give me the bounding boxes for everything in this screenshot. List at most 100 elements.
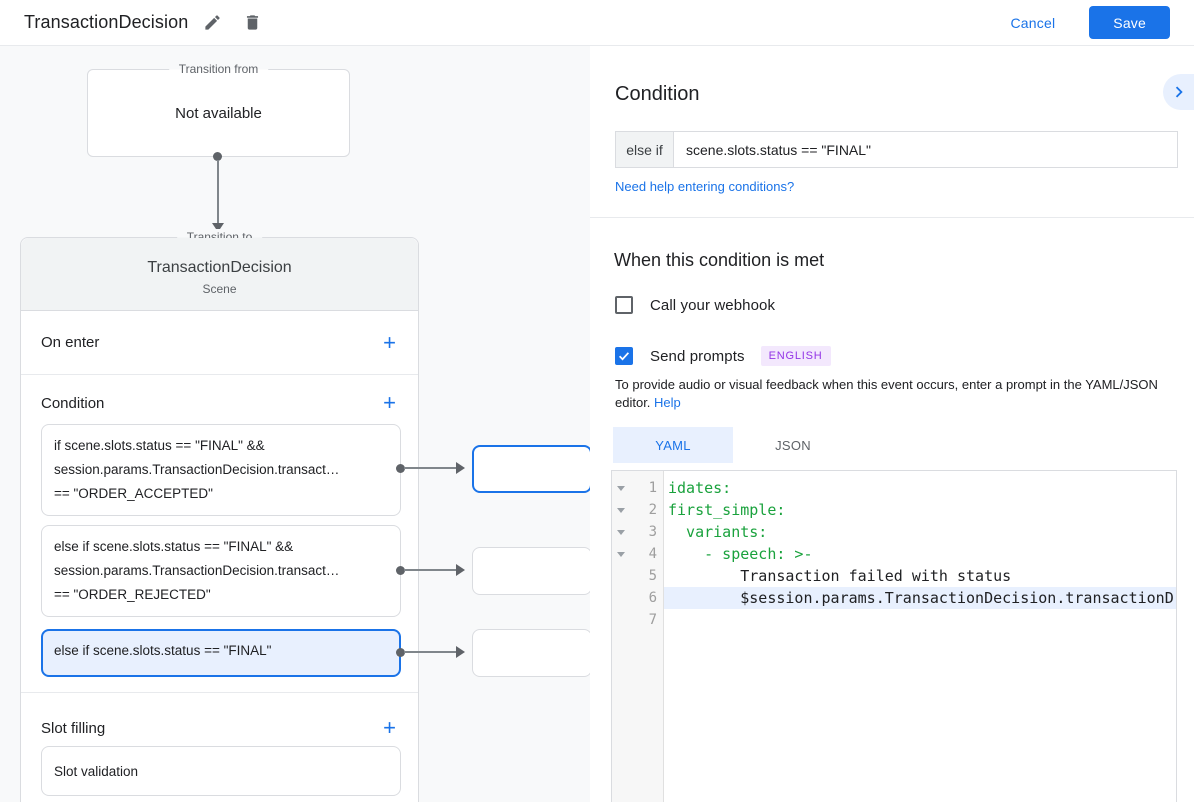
condition-text-line: session.params.TransactionDecision.trans… (54, 563, 340, 578)
transition-from-box: Transition from Not available (87, 61, 350, 157)
condition-editor-panel: Condition else if Need help entering con… (590, 46, 1194, 802)
prompt-description: To provide audio or visual feedback when… (615, 376, 1167, 411)
scene-flow-diagram: Transition from Not available Transition… (0, 46, 590, 802)
condition-prefix: else if (616, 132, 674, 167)
editor-code-area[interactable]: idates: first_simple: variants: - speech… (664, 471, 1176, 802)
connector-dot (396, 648, 405, 657)
add-icon: + (383, 715, 396, 740)
condition-text-line: == "ORDER_ACCEPTED" (54, 486, 213, 501)
arrow-right-icon (456, 462, 465, 474)
condition-card-3-selected[interactable]: else if scene.slots.status == "FINAL" (41, 629, 401, 677)
language-badge: ENGLISH (760, 346, 831, 366)
checkmark-icon (617, 349, 631, 363)
top-bar: TransactionDecision Cancel Save (0, 0, 1194, 46)
send-prompts-checkbox[interactable] (615, 347, 633, 365)
chevron-right-icon (1168, 81, 1190, 103)
condition-card-2[interactable]: else if scene.slots.status == "FINAL" &&… (41, 525, 401, 617)
line-number: 1 (648, 480, 657, 496)
send-prompts-label: Send prompts (650, 347, 745, 365)
condition-text-line: == "ORDER_REJECTED" (54, 587, 211, 602)
target-scene-box-2[interactable] (472, 547, 590, 595)
code-line: Transaction failed with status (668, 567, 1012, 585)
yaml-code-editor[interactable]: 1 2 3 4 5 6 7 idates: first_simple: vari… (611, 470, 1177, 802)
condition-text-line: else if scene.slots.status == "FINAL" (54, 643, 272, 658)
line-number: 7 (648, 612, 657, 628)
connector-line (404, 467, 456, 469)
connector-line (404, 651, 456, 653)
line-number: 2 (648, 502, 657, 518)
line-number: 4 (648, 546, 657, 562)
fold-arrow-icon[interactable] (612, 529, 630, 535)
save-button[interactable]: Save (1089, 6, 1170, 39)
connector-dot (396, 566, 405, 575)
help-link[interactable]: Help (654, 394, 681, 410)
line-number: 6 (648, 590, 657, 606)
condition-input-group: else if (615, 131, 1178, 168)
tab-yaml[interactable]: YAML (613, 427, 733, 463)
page-title: TransactionDecision (24, 12, 189, 32)
condition-section-label: Condition (41, 394, 105, 412)
condition-expression-input[interactable] (674, 132, 1177, 167)
add-on-enter-button[interactable]: + (381, 329, 398, 355)
transition-from-label: Transition from (168, 61, 269, 78)
condition-text-line: session.params.TransactionDecision.trans… (54, 462, 340, 477)
scene-name: TransactionDecision (147, 259, 292, 276)
send-prompts-row[interactable]: Send prompts ENGLISH (615, 346, 831, 366)
condition-text-line: if scene.slots.status == "FINAL" && (54, 438, 265, 453)
delete-button[interactable] (236, 7, 268, 39)
transition-to-card: Transition to TransactionDecision Scene … (20, 229, 419, 802)
code-line: idates: (668, 479, 732, 497)
section-divider (21, 692, 418, 693)
target-scene-box-3[interactable] (472, 629, 590, 677)
on-enter-section: On enter + (21, 311, 418, 375)
panel-title: Condition (615, 83, 700, 105)
connector-line (217, 160, 219, 223)
fold-arrow-icon[interactable] (612, 507, 630, 513)
on-enter-label: On enter (41, 334, 100, 351)
add-slot-button[interactable]: + (381, 715, 398, 740)
arrow-down-icon (212, 223, 224, 232)
line-number: 5 (648, 568, 657, 584)
arrow-right-icon (456, 564, 465, 576)
add-icon: + (383, 329, 396, 355)
fold-arrow-icon[interactable] (612, 485, 630, 491)
arrow-right-icon (456, 646, 465, 658)
code-line (664, 609, 1176, 631)
fold-arrow-icon[interactable] (612, 551, 630, 557)
editor-format-tabs: YAML JSON (613, 427, 853, 463)
code-line-active: $session.params.TransactionDecision.tran… (664, 587, 1176, 609)
code-line: - speech: >- (668, 545, 813, 563)
panel-divider (590, 217, 1194, 218)
condition-section-header: Condition + (21, 379, 418, 427)
add-condition-button[interactable]: + (381, 390, 398, 415)
collapse-panel-button[interactable] (1163, 74, 1194, 110)
editor-gutter: 1 2 3 4 5 6 7 (612, 471, 664, 802)
call-webhook-row[interactable]: Call your webhook (615, 296, 775, 314)
scene-type: Scene (202, 282, 237, 296)
condition-text-line: else if scene.slots.status == "FINAL" && (54, 539, 294, 554)
target-scene-box-1[interactable] (472, 445, 590, 493)
condition-help-link[interactable]: Need help entering conditions? (615, 179, 795, 194)
edit-icon (203, 13, 222, 32)
scene-card-header: TransactionDecision Scene (21, 238, 418, 311)
webhook-checkbox[interactable] (615, 296, 633, 314)
slot-validation-card[interactable]: Slot validation (41, 746, 401, 796)
slot-filling-section-header: Slot filling + (21, 704, 418, 752)
webhook-label: Call your webhook (650, 296, 776, 314)
when-condition-title: When this condition is met (614, 250, 825, 270)
connector-dot (213, 152, 222, 161)
add-icon: + (383, 390, 396, 415)
code-line: variants: (668, 523, 768, 541)
connector-dot (396, 464, 405, 473)
cancel-button[interactable]: Cancel (995, 7, 1072, 39)
edit-button[interactable] (196, 7, 228, 39)
connector-line (404, 569, 456, 571)
line-number: 3 (648, 524, 657, 540)
code-line: first_simple: (668, 501, 786, 519)
prompt-description-text: To provide audio or visual feedback when… (615, 377, 1158, 410)
slot-filling-label: Slot filling (41, 719, 106, 737)
condition-card-1[interactable]: if scene.slots.status == "FINAL" && sess… (41, 424, 401, 516)
slot-validation-label: Slot validation (54, 763, 139, 779)
transition-from-value: Not available (175, 104, 262, 122)
tab-json[interactable]: JSON (733, 427, 853, 463)
